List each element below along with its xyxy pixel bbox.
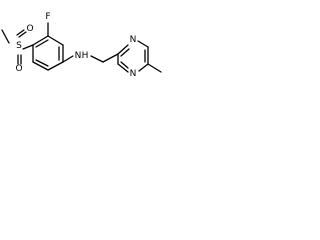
benzene-bond-1	[32, 35, 49, 46]
pyrazine-bond-1	[117, 44, 129, 55]
benzene-bond-5	[32, 61, 49, 71]
sulfur-label: S	[16, 41, 22, 51]
pyrazine-bond-4	[138, 63, 149, 72]
sulfur-ring-bond	[22, 44, 34, 50]
methyl-bond	[1, 29, 10, 44]
amine-hydrogen-label: H	[82, 51, 89, 61]
methylene-pyrazine-bond	[102, 53, 119, 63]
sulfonyl-oxygen-top-label: O	[26, 24, 33, 34]
pyrazine-bond-5	[117, 63, 129, 73]
pyrazine-double-1	[120, 48, 130, 57]
sulfonyl-bond-top-2	[16, 29, 25, 36]
pyrazine-methyl-bond	[147, 63, 162, 73]
amine-methylene-bond	[90, 55, 104, 63]
benzene-double-3	[35, 59, 49, 67]
ring-amine-bond	[62, 55, 74, 63]
amine-nitrogen-label: N	[75, 51, 82, 61]
pyrazine-double-3	[120, 61, 129, 69]
pyrazine-nitrogen-top-label: N	[130, 35, 137, 45]
sulfonyl-bond-top-1	[18, 31, 27, 38]
benzene-double-1	[35, 39, 49, 48]
pyrazine-bond-2	[137, 40, 149, 48]
benzene-bond-2	[47, 35, 64, 46]
benzene-bond-4	[47, 61, 64, 71]
sulfonyl-oxygen-bottom-label: O	[15, 64, 22, 74]
molecule-structure: S O O F N H N N	[1, 12, 162, 79]
pyrazine-nitrogen-bottom-label: N	[130, 69, 137, 79]
fluorine-label: F	[45, 12, 50, 22]
